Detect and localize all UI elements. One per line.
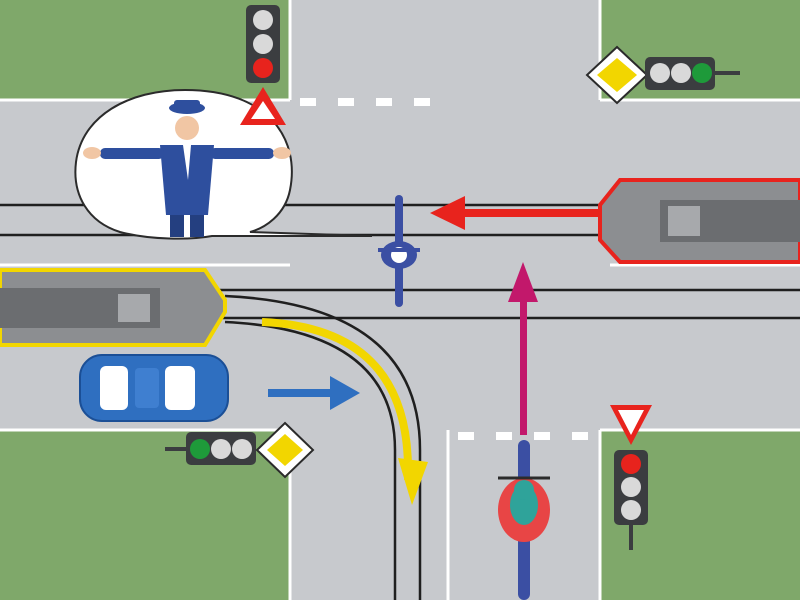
signal-red-light xyxy=(253,58,273,78)
tram-left xyxy=(0,268,227,347)
stop-line-bottom xyxy=(458,432,588,440)
priority-road-sign xyxy=(585,45,649,105)
priority-road-sign-left xyxy=(255,421,315,479)
traffic-light-top-right xyxy=(645,57,740,90)
traffic-light-bottom-right xyxy=(614,450,648,550)
motorcyclist xyxy=(498,440,550,600)
police-officer xyxy=(83,100,291,237)
signal-green-light xyxy=(190,439,210,459)
cyclist xyxy=(378,195,420,307)
signal-green-light xyxy=(692,63,712,83)
arrow-magenta-up xyxy=(508,262,538,435)
tram-right xyxy=(598,178,800,264)
arrow-yellow-turn xyxy=(261,318,428,505)
blue-car xyxy=(79,354,229,422)
warning-triangle-sign xyxy=(240,87,286,125)
arrow-blue-right xyxy=(268,376,360,410)
traffic-light-left xyxy=(165,432,256,465)
arrow-red-left xyxy=(430,196,600,230)
yield-sign xyxy=(610,405,652,445)
vertical-road xyxy=(290,0,600,600)
signal-red-light xyxy=(621,454,641,474)
traffic-light-top-left xyxy=(246,5,280,83)
stop-line-top xyxy=(300,98,430,106)
